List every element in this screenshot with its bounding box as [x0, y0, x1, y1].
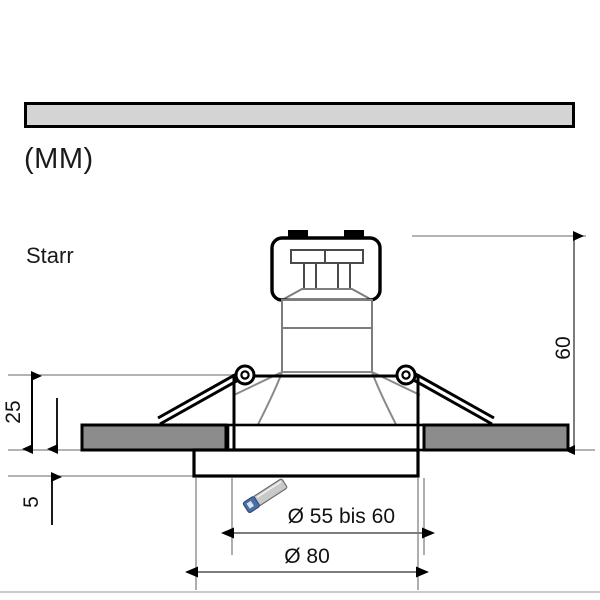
- dimension-trim-thickness-label: 25: [2, 400, 25, 423]
- trim-flange: [192, 448, 420, 478]
- trim-frame-posts: [232, 374, 420, 452]
- spring-clip-left: [157, 364, 256, 426]
- reflector-cone: [226, 371, 428, 452]
- dimension-lip-offset: 5: [20, 472, 62, 525]
- unit-label: (MM): [24, 143, 94, 175]
- dimension-outer-diameter-label: Ø 80: [284, 545, 330, 568]
- dimension-lip-offset-label: 5: [20, 496, 43, 508]
- dimension-cutout-diameter: Ø 55 bis 60: [221, 505, 435, 539]
- spring-clip-right: [395, 364, 495, 426]
- color-swatch-bar: [24, 102, 575, 128]
- ceiling-plate-left: [80, 423, 228, 452]
- socket-tab-left: [288, 230, 308, 239]
- socket-pins: [290, 249, 364, 290]
- barrel-lower: [281, 327, 373, 373]
- dimension-outer-diameter: Ø 80: [185, 545, 429, 578]
- lamp-socket-assembly: [270, 230, 382, 302]
- lens-plate: [226, 423, 428, 452]
- dimension-cutout-diameter-label: Ø 55 bis 60: [288, 505, 395, 528]
- dimension-overall-height: 60: [552, 231, 584, 455]
- barrel-upper: [281, 299, 373, 329]
- dimension-overall-height-label: 60: [552, 336, 575, 359]
- saw-icon: [242, 478, 288, 514]
- dimension-trim-thickness: 25: [2, 371, 58, 454]
- socket-tab-right: [344, 230, 364, 239]
- ceiling-plate-right: [422, 423, 570, 452]
- mount-type-label: Starr: [26, 243, 74, 268]
- lamp-barrel: [281, 299, 373, 373]
